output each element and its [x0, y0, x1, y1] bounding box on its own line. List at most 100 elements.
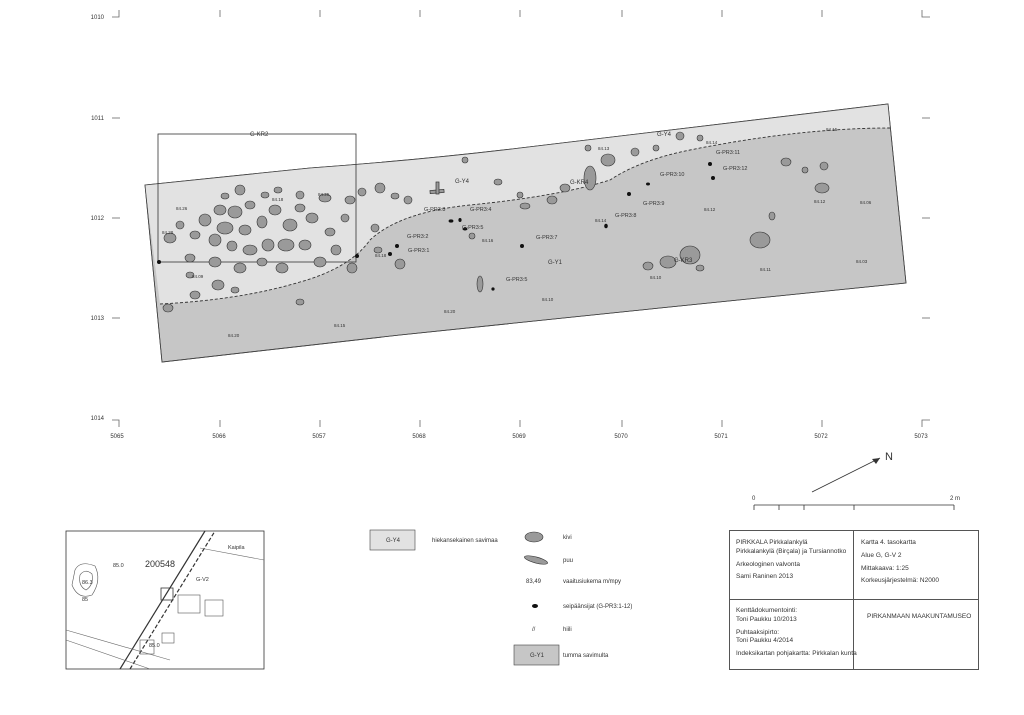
legend-label: tumma savimulta	[563, 653, 609, 659]
level: 84.14	[706, 140, 718, 145]
level: 84.18	[375, 253, 387, 258]
index-label: 85.0	[149, 643, 160, 649]
legend-label: puu	[563, 558, 573, 564]
index-label: G-V2	[196, 577, 209, 583]
level: 84.12	[704, 207, 716, 212]
legend-label: kivi	[563, 535, 572, 541]
legend-sample: 83,49	[526, 579, 542, 585]
level: 84.12	[814, 199, 826, 204]
author: Sami Raninen 2013	[736, 573, 794, 581]
field-doc-label: Kenttädokumentointi:	[736, 607, 798, 614]
legend-sample: //	[532, 627, 536, 633]
level: 84.16	[482, 238, 494, 243]
grid-x-labels: 5065 5066 5057 5068 5069 5070 5071 5072 …	[110, 434, 928, 440]
index-label: 200548	[145, 559, 175, 569]
unit-label: G-KR3	[674, 258, 693, 264]
index-label: 85	[82, 597, 88, 603]
x-label: 5068	[412, 434, 426, 440]
posthole-label: G-PR3:7	[536, 235, 557, 241]
title-block: PIRKKALA Pirkkalankylä Pirkkalankylä (Bi…	[729, 530, 979, 670]
x-label: 5071	[714, 434, 728, 440]
unit-label: G-Y4	[657, 132, 672, 138]
index-map: Kaipila G-V2 200548 86.3 85.0 85 85.0	[65, 530, 265, 670]
north-arrow: N	[811, 451, 893, 493]
legend-label: seipäänsijat (G-PR3:1-12)	[563, 604, 632, 610]
posthole-label: G-PR3:4	[470, 207, 491, 213]
x-label: 5069	[512, 434, 526, 440]
scale-start-label: 0	[752, 496, 756, 502]
level: 84.18	[272, 197, 284, 202]
level: 84.06	[860, 200, 872, 205]
area-label: Alue G, G-V 2	[861, 551, 902, 559]
posthole-label: G-PR3:5	[462, 225, 483, 231]
field-doc: Toni Paukku 10/2013	[736, 615, 797, 623]
north-label: N	[885, 451, 893, 463]
basemap: Indeksikartan pohjakartta: Pirkkalan kun…	[736, 650, 857, 658]
posthole-label: G-PR3:9	[643, 201, 664, 207]
level: 84.10	[650, 275, 662, 280]
scale-end-label: 2 m	[950, 496, 960, 502]
legend-swatch-text: G-Y1	[530, 653, 545, 659]
posthole-label: G-PR3:3	[424, 207, 445, 213]
posthole-label: G-PR3:5	[506, 277, 527, 283]
stones	[162, 131, 830, 313]
level: 84.03	[856, 259, 868, 264]
x-label: 5057	[312, 434, 326, 440]
site-line1: PIRKKALA Pirkkalankylä	[736, 539, 808, 546]
y-label-1011: 1011	[91, 116, 105, 122]
posthole-labels: G-PR3:1 G-PR3:2 G-PR3:3 G-PR3:4 G-PR3:5 …	[407, 150, 747, 283]
height-system: Korkeusjärjestelmä: N2000	[861, 577, 940, 585]
frame-ticks	[112, 10, 930, 427]
posthole-label: G-PR3:1	[408, 248, 429, 254]
area-labels: G-Y4 G-Y4 G-Y1 G-KR4 G-KR3	[455, 132, 693, 266]
posthole-label: G-PR3:12	[723, 166, 747, 172]
legend-label: hiili	[563, 627, 572, 633]
posthole-label: G-PR3:2	[407, 234, 428, 240]
x-label: 5073	[914, 434, 928, 440]
index-label: 86.3	[82, 580, 93, 586]
y-label-1010: 1010	[91, 15, 105, 21]
x-label: 5072	[814, 434, 828, 440]
legend-label: vaaitusiukema m/mpy	[563, 579, 621, 585]
x-label: 5065	[110, 434, 124, 440]
posthole-label: G-PR3:11	[716, 150, 740, 156]
unit-label: G-Y1	[548, 260, 563, 266]
level-values: 84.26 84.28 84.18 84.09 84.25 84.20 84.1…	[162, 127, 872, 338]
activity: Arkeologinen valvonta	[736, 560, 800, 568]
map-number: Kartta 4. tasokartta	[861, 539, 916, 546]
x-label: 5066	[212, 434, 226, 440]
level: 84.14	[595, 218, 607, 223]
level: 84.13	[598, 146, 610, 151]
level: 84.20	[228, 333, 240, 338]
trench-outline	[144, 103, 907, 363]
legend-symbols	[369, 529, 560, 666]
level: 84.28	[162, 230, 174, 235]
postholes	[157, 162, 715, 291]
wood-pieces	[429, 181, 445, 195]
level: 84.15	[334, 323, 346, 328]
posthole-label: G-PR3:8	[615, 213, 636, 219]
legend-texts: G-Y4 hiekansekainen savimaa kivi puu 83,…	[386, 535, 632, 659]
y-label-1012: 1012	[91, 216, 105, 222]
level: 84.11	[760, 267, 771, 272]
level: 84.15	[826, 127, 838, 132]
clean: Toni Paukku 4/2014	[736, 637, 794, 645]
index-label: 85.0	[113, 563, 124, 569]
site-line2: Pirkkalankylä (Birçala) ja Tursiannotko	[736, 547, 847, 555]
legend-label: hiekansekainen savimaa	[432, 538, 498, 544]
legend-swatch-text: G-Y4	[386, 538, 401, 544]
scale-bar	[753, 504, 955, 510]
trench-kr2-label: G-KR2	[250, 132, 269, 138]
level: 84.25	[318, 192, 330, 197]
x-label: 5070	[614, 434, 628, 440]
index-label: Kaipila	[228, 545, 245, 551]
clean-label: Puhtaaksipirto:	[736, 628, 779, 636]
level: 84.20	[444, 309, 456, 314]
grid-y-labels: 1010 1011 1012 1013 1014	[91, 15, 105, 422]
museum: PIRKANMAAN MAAKUNTAMUSEO	[867, 613, 972, 620]
level: 84.09	[192, 274, 204, 279]
layer-boundary	[159, 127, 891, 305]
scale-label: Mittakaava: 1:25	[861, 564, 909, 572]
y-label-1014: 1014	[91, 416, 105, 422]
